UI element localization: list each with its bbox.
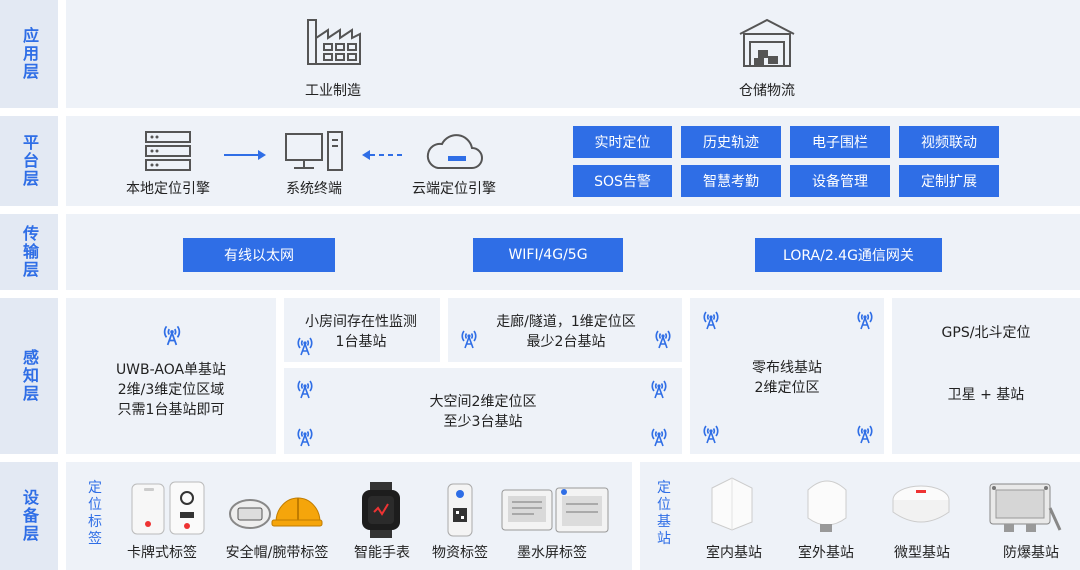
warehouse-icon (739, 18, 795, 67)
tag-label-eink: 墨水屏标签 (517, 545, 587, 561)
tags-title: 定位标签 (88, 480, 102, 547)
satellite-label: 卫星 + 基站 (947, 387, 1025, 403)
function-device-mgmt[interactable]: 设备管理 (790, 165, 890, 197)
layer-label-text: 传输层 (20, 225, 39, 279)
zero-wiring-line-1: 零布线基站 (752, 360, 822, 376)
cloud-engine-label: 云端定位引擎 (412, 181, 496, 197)
layer-label-perception: 感知层 (0, 298, 58, 454)
computer-icon (285, 131, 343, 171)
small-room-line-2: 1台基站 (335, 334, 387, 350)
transport-wireless[interactable]: WIFI/4G/5G (473, 238, 623, 272)
card-tag-icon (131, 481, 205, 535)
signal-icon (297, 337, 313, 356)
layer-label-text: 设备层 (20, 489, 39, 543)
app-panel (66, 0, 1080, 108)
gps-label: GPS/北斗定位 (941, 325, 1031, 341)
perception-corridor-panel (448, 298, 682, 362)
app-industry-label: 工业制造 (305, 83, 361, 99)
zero-wiring-desc: 零布线基站 2维定位区 (690, 358, 884, 398)
signal-icon (703, 425, 719, 444)
function-fence[interactable]: 电子围栏 (790, 126, 890, 158)
tag-label-asset: 物资标签 (432, 545, 488, 561)
layer-label-text: 应用层 (20, 27, 39, 81)
explosion-proof-station-icon (989, 483, 1062, 532)
small-room-desc: 小房间存在性监测 1台基站 (298, 312, 424, 352)
cloud-icon (426, 134, 483, 169)
app-logistics-label: 仓储物流 (739, 83, 795, 99)
layer-label-app: 应用层 (0, 0, 58, 108)
factory-icon (307, 19, 361, 65)
signal-icon (297, 428, 313, 447)
micro-station-icon (892, 485, 950, 523)
asset-tag-icon (447, 483, 473, 537)
zero-wiring-line-2: 2维定位区 (754, 380, 820, 396)
helmet-tag-icon (229, 497, 323, 529)
transport-ethernet[interactable]: 有线以太网 (183, 238, 335, 272)
server-icon (145, 131, 191, 171)
function-video[interactable]: 视频联动 (899, 126, 999, 158)
station-label-outdoor: 室外基站 (798, 545, 854, 561)
perception-uwb-panel (66, 298, 276, 454)
layer-label-text: 平台层 (20, 134, 39, 188)
function-history[interactable]: 历史轨迹 (681, 126, 781, 158)
tag-label-watch: 智能手表 (354, 545, 410, 561)
function-sos[interactable]: SOS告警 (573, 165, 672, 197)
arrow-left-dashed-icon (362, 150, 404, 160)
local-engine-label: 本地定位引擎 (126, 181, 210, 197)
large-space-desc: 大空间2维定位区 至少3台基站 (384, 392, 582, 432)
signal-icon (857, 425, 873, 444)
station-label-micro: 微型基站 (894, 545, 950, 561)
uwb-line-2: 2维/3维定位区域 (117, 382, 225, 398)
perception-small-room-panel (284, 298, 440, 362)
terminal-label: 系统终端 (286, 181, 342, 197)
signal-icon (703, 311, 719, 330)
corridor-line-2: 最少2台基站 (526, 334, 606, 350)
stations-title: 定位基站 (657, 480, 671, 547)
tag-label-helmet: 安全帽/腕带标签 (225, 545, 329, 561)
outdoor-station-icon (807, 480, 847, 532)
signal-icon (651, 428, 667, 447)
perception-zero-wiring-panel (690, 298, 884, 454)
signal-icon (655, 330, 671, 349)
function-custom[interactable]: 定制扩展 (899, 165, 999, 197)
arrow-right-icon (224, 150, 266, 160)
corridor-line-1: 走廊/隧道，1维定位区 (496, 314, 636, 330)
signal-icon (297, 380, 313, 399)
uwb-desc: UWB-AOA单基站 2维/3维定位区域 只需1台基站即可 (66, 360, 276, 420)
function-attendance[interactable]: 智慧考勤 (681, 165, 781, 197)
small-room-line-1: 小房间存在性监测 (305, 314, 417, 330)
smartwatch-icon (362, 482, 400, 538)
uwb-line-3: 只需1台基站即可 (117, 402, 225, 418)
layer-label-text: 感知层 (20, 349, 39, 403)
layer-label-platform: 平台层 (0, 116, 58, 206)
function-realtime[interactable]: 实时定位 (573, 126, 672, 158)
signal-icon (163, 325, 181, 346)
layer-label-device: 设备层 (0, 462, 58, 570)
station-label-explosion-proof: 防爆基站 (1003, 545, 1059, 561)
layer-label-transport: 传输层 (0, 214, 58, 290)
large-space-line-1: 大空间2维定位区 (429, 394, 537, 410)
large-space-line-2: 至少3台基站 (443, 414, 523, 430)
perception-large-space-panel (284, 368, 682, 454)
signal-icon (651, 380, 667, 399)
perception-gps-panel (892, 298, 1080, 454)
signal-icon (857, 311, 873, 330)
transport-lora[interactable]: LORA/2.4G通信网关 (755, 238, 942, 272)
corridor-desc: 走廊/隧道，1维定位区 最少2台基站 (480, 312, 652, 352)
indoor-station-icon (711, 477, 753, 531)
signal-icon (461, 330, 477, 349)
tag-label-card: 卡牌式标签 (127, 545, 197, 561)
uwb-line-1: UWB-AOA单基站 (115, 362, 227, 378)
eink-tag-icon (501, 487, 609, 533)
station-label-indoor: 室内基站 (706, 545, 762, 561)
